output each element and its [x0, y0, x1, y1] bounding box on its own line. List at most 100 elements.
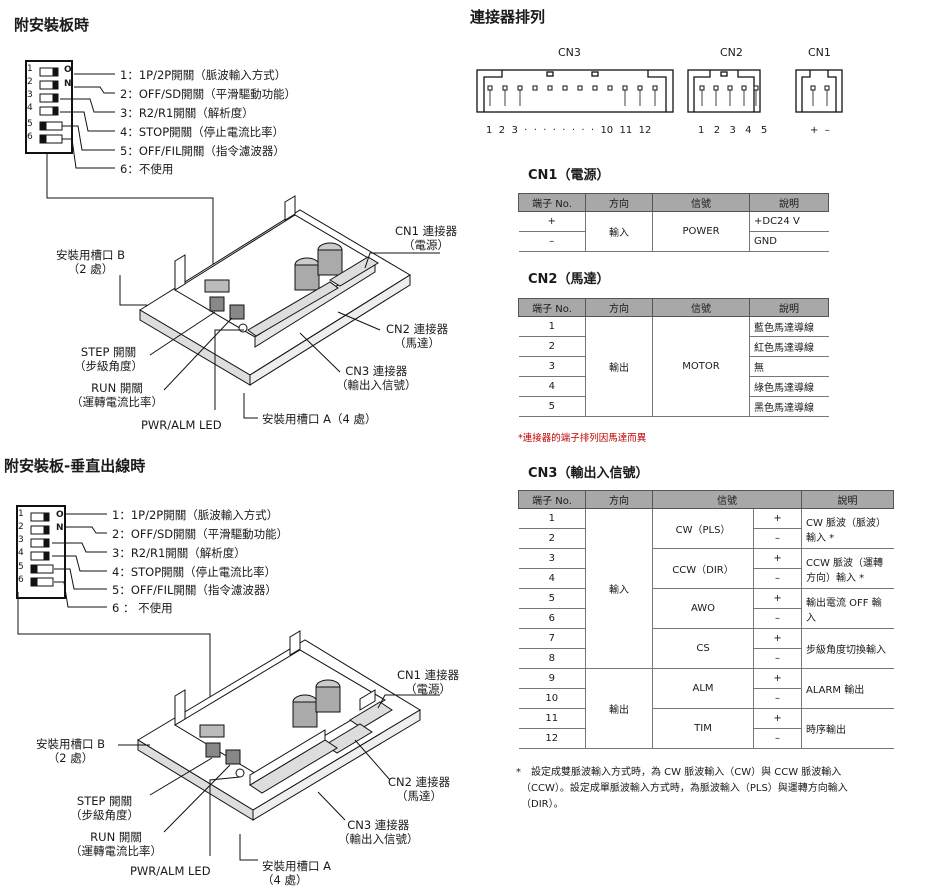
th-signal: 信號 [652, 193, 750, 212]
cn3-signal: CW（PLS） [651, 508, 754, 549]
switch-item-2: 2：OFF/SD開關（平滑驅動功能） [120, 87, 297, 101]
cn1-table-title: CN1（電源） [528, 168, 610, 183]
switch2-item-2: 2：OFF/SD開關（平滑驅動功能） [112, 527, 289, 541]
th-terminal: 端子 No. [518, 298, 586, 317]
cn1-desc: GND [749, 231, 829, 252]
connector-pin-diagram [476, 69, 843, 113]
dip-row: 4 [18, 548, 24, 558]
switch2-item-5: 5：OFF/FIL開關（指令濾波器） [112, 583, 277, 597]
cn3-direction-output: 輸出 [585, 668, 653, 749]
cn3-desc: CW 脈波（脈波）輸入 * [801, 508, 894, 549]
switch-item-5: 5：OFF/FIL開關（指令濾波器） [120, 144, 285, 158]
callout-step-switch: STEP 開關（步級角度） [74, 345, 143, 373]
cn3-no: 2 [518, 528, 586, 549]
callout-slot-a: 安裝用槽口 A（4 處） [262, 412, 377, 426]
callout-cn3: CN3 連接器（輸出入信號） [336, 364, 417, 392]
cn3-polarity: + [753, 548, 802, 569]
cn1-table: 端子 No. 方向 信號 說明 + 輸入 POWER +DC24 V – GND [518, 193, 829, 252]
cn1-label: CN1 [808, 46, 831, 59]
cn3-no: 11 [518, 708, 586, 729]
cn2-no: 3 [518, 356, 586, 377]
dip-row: 1 [18, 509, 24, 519]
cn3-no: 6 [518, 608, 586, 629]
cn2-signal: MOTOR [652, 316, 750, 417]
on-letter: O [56, 510, 64, 520]
cn3-no: 3 [518, 548, 586, 569]
cn1-no: – [518, 231, 586, 252]
title-mounting-plate: 附安裝板時 [14, 16, 90, 34]
cn3-no: 7 [518, 628, 586, 649]
cn3-polarity: – [753, 728, 802, 749]
driver-board-drawing-2 [17, 512, 440, 861]
dip-row: 2 [27, 77, 33, 87]
cn3-no: 1 [518, 508, 586, 529]
cn3-desc: 輸出電流 OFF 輸入 [801, 588, 894, 629]
cn3-pin-numbers: 1 2 3 · · · · · · · · 10 11 12 [486, 125, 652, 136]
cn2-table-title: CN2（馬達） [528, 272, 610, 287]
cn2-desc: 藍色馬達導線 [749, 316, 829, 337]
th-desc: 說明 [749, 193, 829, 212]
cn3-direction-input: 輸入 [585, 508, 653, 669]
th-desc: 說明 [801, 490, 894, 509]
cn3-desc: 步級角度切換輸入 [801, 628, 894, 669]
cn2-desc: 紅色馬達導線 [749, 336, 829, 357]
cn3-table-title: CN3（輸出入信號） [528, 466, 649, 481]
cn2-no: 2 [518, 336, 586, 357]
cn2-direction: 輸出 [585, 316, 653, 417]
cn2-desc: 綠色馬達導線 [749, 376, 829, 397]
cn3-desc: CCW 脈波（運轉方向）輸入 * [801, 548, 894, 589]
cn3-no: 9 [518, 668, 586, 689]
cn3-polarity: – [753, 608, 802, 629]
switch2-item-4: 4：STOP開關（停止電流比率） [112, 565, 277, 579]
callout2-cn2: CN2 連接器（馬達） [388, 775, 451, 803]
dip-row: 6 [27, 132, 33, 142]
cn2-note: *連接器的端子排列因馬達而異 [518, 433, 647, 444]
cn3-signal: TIM [651, 708, 754, 749]
cn3-desc: ALARM 輸出 [801, 668, 894, 709]
cn3-polarity: – [753, 568, 802, 589]
dip-row: 4 [27, 103, 33, 113]
th-terminal: 端子 No. [518, 193, 586, 212]
cn3-signal: AWO [651, 588, 754, 629]
th-signal: 信號 [652, 298, 750, 317]
connector-layout-title: 連接器排列 [470, 8, 546, 26]
on-letter: N [64, 79, 72, 89]
cn3-label: CN3 [558, 46, 581, 59]
callout2-slot-b: 安裝用槽口 B（2 處） [36, 737, 106, 765]
callout-pwr-alm-led: PWR/ALM LED [141, 418, 222, 432]
th-direction: 方向 [585, 193, 653, 212]
cn2-no: 4 [518, 376, 586, 397]
cn3-polarity: – [753, 648, 802, 669]
cn3-polarity: + [753, 668, 802, 689]
cn2-pin-numbers: 1 2 3 4 5 [698, 125, 769, 136]
dip-switch-1 [25, 60, 73, 154]
dip-row: 3 [27, 90, 33, 100]
cn3-no: 12 [518, 728, 586, 749]
cn1-direction: 輸入 [585, 211, 653, 252]
callout2-step-switch: STEP 開關（步級角度） [70, 794, 139, 822]
dip-row: 5 [18, 562, 24, 572]
th-signal: 信號 [652, 490, 802, 509]
cn3-polarity: + [753, 628, 802, 649]
switch-item-1: 1：1P/2P開關（脈波輸入方式） [120, 68, 287, 82]
switch2-item-6: 6 ： 不使用 [112, 601, 173, 615]
callout2-slot-a: 安裝用槽口 A（4 處） [262, 859, 332, 887]
switch2-item-3: 3：R2/R1開關（解析度） [112, 546, 246, 560]
cn3-signal: CS [651, 628, 754, 669]
cn1-desc: +DC24 V [749, 211, 829, 232]
th-direction: 方向 [585, 298, 653, 317]
cn3-footnote: * 設定成雙脈波輸入方式時，為 CW 脈波輸入（CW）與 CCW 脈波輸入 （C… [516, 767, 848, 810]
cn3-polarity: – [753, 528, 802, 549]
dip-row: 3 [18, 535, 24, 545]
th-desc: 說明 [749, 298, 829, 317]
dip-row: 5 [27, 119, 33, 129]
title-mounting-plate-vertical: 附安裝板-垂直出線時 [4, 457, 146, 475]
cn2-no: 1 [518, 316, 586, 337]
on-letter: N [56, 523, 64, 533]
callout2-run-switch: RUN 開關（運轉電流比率） [70, 830, 162, 858]
switch-item-4: 4：STOP開關（停止電流比率） [120, 125, 285, 139]
cn1-signal: POWER [652, 211, 750, 252]
callout-slot-b: 安裝用槽口 B（2 處） [56, 248, 126, 276]
cn1-pin-numbers: + – [810, 125, 830, 136]
cn1-no: + [518, 211, 586, 232]
